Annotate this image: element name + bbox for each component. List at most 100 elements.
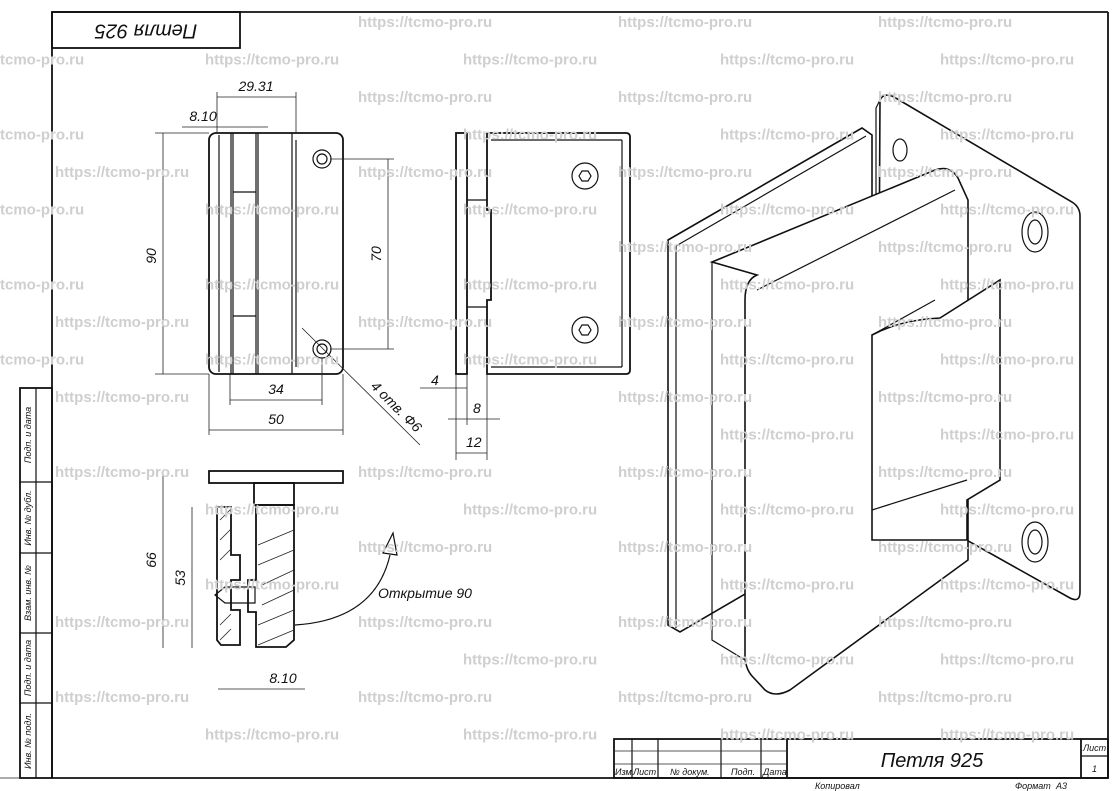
watermark-text: https://tcmo-pro.ru — [940, 727, 1074, 744]
dim-height-clamp: 53 — [172, 570, 188, 586]
dim-hole-offset: 34 — [268, 381, 284, 397]
copied-label: Копировал — [815, 781, 860, 791]
watermark-text: https://tcmo-pro.ru — [358, 14, 492, 31]
watermark-text: https://tcmo-pro.ru — [878, 689, 1012, 706]
watermark-text: tcmo-pro.ru — [0, 277, 84, 294]
watermark-text: https://tcmo-pro.ru — [720, 352, 854, 369]
opening-note: Открытие 90 — [378, 585, 472, 601]
side-view: 4 8 12 — [420, 132, 631, 460]
corner-title-box: Петля 925 — [51, 11, 241, 49]
watermark-text: https://tcmo-pro.ru — [618, 614, 752, 631]
watermark-text: https://tcmo-pro.ru — [720, 577, 854, 594]
watermark-text: https://tcmo-pro.ru — [205, 727, 339, 744]
watermark-text: https://tcmo-pro.ru — [205, 277, 339, 294]
watermark-text: https://tcmo-pro.ru — [463, 52, 597, 69]
stamp-label: Инв. № подл. — [23, 713, 33, 769]
watermark-text: https://tcmo-pro.ru — [358, 689, 492, 706]
dim-height: 90 — [143, 248, 159, 264]
title-col-label: Дата — [762, 767, 787, 777]
watermark-text: https://tcmo-pro.ru — [878, 89, 1012, 106]
stamp-label: Взам. инв. № — [23, 565, 33, 621]
watermark-text: https://tcmo-pro.ru — [463, 352, 597, 369]
watermark-text: https://tcmo-pro.ru — [358, 314, 492, 331]
watermark-text: https://tcmo-pro.ru — [55, 689, 189, 706]
watermark-text: https://tcmo-pro.ru — [618, 14, 752, 31]
watermark-text: https://tcmo-pro.ru — [878, 614, 1012, 631]
watermark-text: https://tcmo-pro.ru — [940, 502, 1074, 519]
dim-height-total: 66 — [143, 552, 159, 568]
watermark-text: https://tcmo-pro.ru — [358, 539, 492, 556]
watermark-text: https://tcmo-pro.ru — [55, 389, 189, 406]
watermark-text: https://tcmo-pro.ru — [463, 277, 597, 294]
watermark-text: https://tcmo-pro.ru — [205, 202, 339, 219]
watermark-text: https://tcmo-pro.ru — [463, 502, 597, 519]
watermark-text: https://tcmo-pro.ru — [55, 464, 189, 481]
watermark-text: https://tcmo-pro.ru — [205, 352, 339, 369]
watermark-text: https://tcmo-pro.ru — [618, 164, 752, 181]
watermark-text: https://tcmo-pro.ru — [463, 202, 597, 219]
watermark-text: https://tcmo-pro.ru — [55, 614, 189, 631]
watermark-text: https://tcmo-pro.ru — [618, 539, 752, 556]
dim-gap-top: 8.10 — [189, 108, 216, 124]
watermark-text: https://tcmo-pro.ru — [358, 89, 492, 106]
section-view: 66 53 8.10 Открытие 90 — [143, 470, 472, 690]
side-stamps: Подп. и дата Инв. № дубл. Взам. инв. № П… — [19, 387, 53, 779]
watermark-text: https://tcmo-pro.ru — [940, 52, 1074, 69]
title-block: Изм Лист № докум. Подп. Дата Петля 925 Л… — [613, 738, 1109, 791]
watermark-text: https://tcmo-pro.ru — [618, 239, 752, 256]
watermark-text: https://tcmo-pro.ru — [463, 127, 597, 144]
watermark-text: tcmo-pro.ru — [0, 352, 84, 369]
watermark-text: https://tcmo-pro.ru — [878, 464, 1012, 481]
watermark-text: https://tcmo-pro.ru — [720, 277, 854, 294]
watermark-text: https://tcmo-pro.ru — [205, 52, 339, 69]
sheet-label: Лист — [1082, 743, 1107, 753]
title-col-label: Подп. — [731, 767, 755, 777]
title-col-label: № докум. — [670, 767, 710, 777]
watermark-text: https://tcmo-pro.ru — [55, 314, 189, 331]
watermark-text: tcmo-pro.ru — [0, 127, 84, 144]
watermark-text: https://tcmo-pro.ru — [940, 577, 1074, 594]
watermark-text: https://tcmo-pro.ru — [878, 539, 1012, 556]
sheet-number: 1 — [1092, 764, 1097, 774]
stamp-label: Подп. и дата — [23, 640, 33, 696]
watermark-text: https://tcmo-pro.ru — [618, 314, 752, 331]
watermark-text: https://tcmo-pro.ru — [940, 127, 1074, 144]
corner-title: Петля 925 — [94, 20, 197, 42]
watermark-text: https://tcmo-pro.ru — [720, 727, 854, 744]
drawing-title: Петля 925 — [881, 750, 984, 772]
title-col-label: Лист — [632, 767, 657, 777]
watermark-text: https://tcmo-pro.ru — [878, 164, 1012, 181]
watermark-text: https://tcmo-pro.ru — [878, 14, 1012, 31]
watermark-text: https://tcmo-pro.ru — [205, 577, 339, 594]
dim-gap: 8 — [473, 400, 481, 416]
dim-width-top: 29.31 — [237, 78, 273, 94]
watermark-text: https://tcmo-pro.ru — [720, 127, 854, 144]
watermark-text: tcmo-pro.ru — [0, 52, 84, 69]
watermark-text: https://tcmo-pro.ru — [618, 464, 752, 481]
watermark-text: https://tcmo-pro.ru — [720, 652, 854, 669]
watermark-text: https://tcmo-pro.ru — [358, 464, 492, 481]
watermark-text: https://tcmo-pro.ru — [940, 427, 1074, 444]
watermark-text: https://tcmo-pro.ru — [55, 164, 189, 181]
holes-note: 4 отв. Ф6 — [368, 378, 426, 436]
watermark-text: https://tcmo-pro.ru — [463, 727, 597, 744]
title-col-label: Изм — [615, 767, 632, 777]
watermark-text: https://tcmo-pro.ru — [358, 164, 492, 181]
watermark-text: https://tcmo-pro.ru — [720, 202, 854, 219]
watermark-text: https://tcmo-pro.ru — [720, 427, 854, 444]
watermark-text: https://tcmo-pro.ru — [720, 52, 854, 69]
dim-hole-spacing: 70 — [368, 246, 384, 262]
watermark-text: https://tcmo-pro.ru — [940, 277, 1074, 294]
format-label: Формат — [1015, 781, 1051, 791]
watermark-text: https://tcmo-pro.ru — [618, 689, 752, 706]
watermark-text: https://tcmo-pro.ru — [940, 652, 1074, 669]
watermark-text: https://tcmo-pro.ru — [463, 652, 597, 669]
dim-section-gap: 8.10 — [269, 670, 296, 686]
watermark-text: https://tcmo-pro.ru — [358, 614, 492, 631]
stamp-label: Подп. и дата — [23, 407, 33, 463]
watermark-text: tcmo-pro.ru — [0, 202, 84, 219]
watermark-text: https://tcmo-pro.ru — [940, 202, 1074, 219]
dim-width: 50 — [268, 411, 284, 427]
isometric-view — [667, 94, 1081, 695]
